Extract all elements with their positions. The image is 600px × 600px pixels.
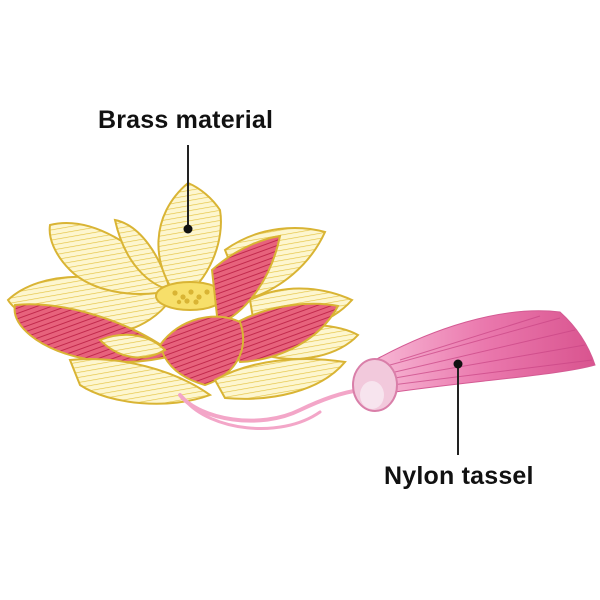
nylon-tassel xyxy=(352,310,596,412)
gold-petal-center xyxy=(157,181,222,302)
brass-material-label: Brass material xyxy=(98,106,274,134)
callout-leader-lines xyxy=(183,145,463,455)
gold-petals-front xyxy=(68,333,347,405)
seed-pod xyxy=(155,281,225,311)
nylon-tassel-label: Nylon tassel xyxy=(384,462,534,490)
tassel-cord xyxy=(178,388,362,423)
